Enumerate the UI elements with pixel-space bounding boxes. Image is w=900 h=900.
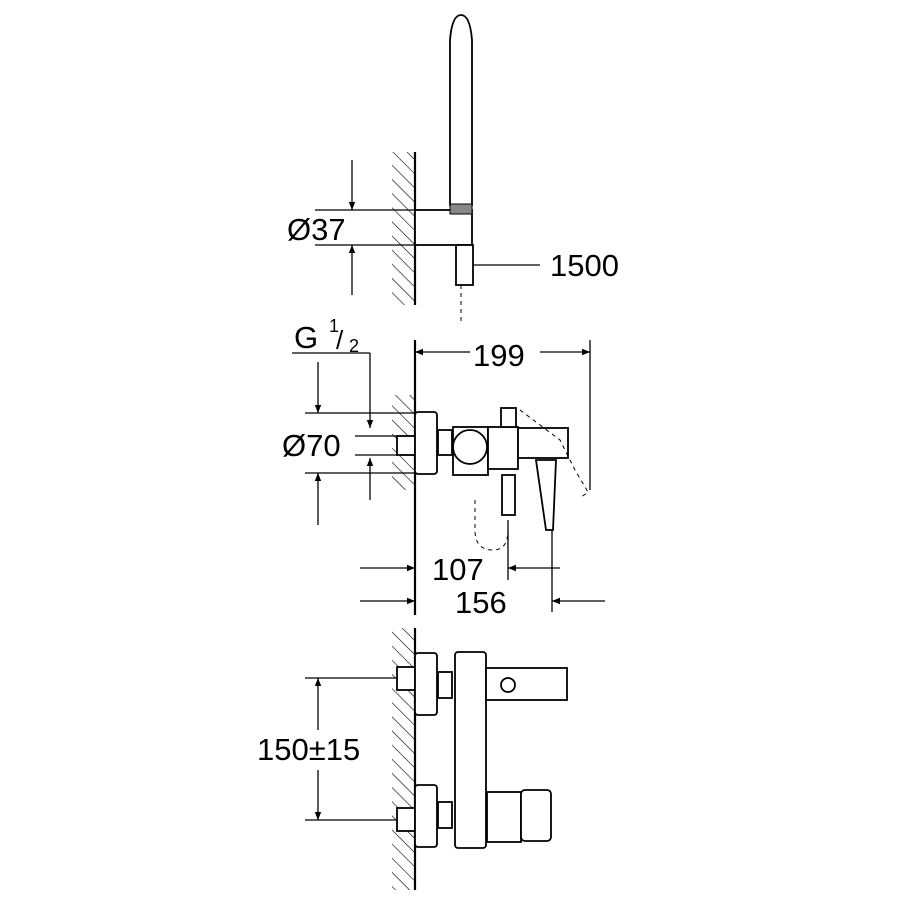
nut-bottom [437,801,453,829]
thread-fraction-slash: / [336,325,344,355]
mixer-side-view: 199 G 1 / 2 Ø70 107 156 [282,316,605,620]
diverter-knob [500,407,517,428]
escutcheon [414,411,438,475]
nut [437,429,453,456]
dim-thread-label: G [294,320,318,355]
escutcheon-top [414,652,438,716]
thermostat-knob [520,789,552,842]
dim-inlet-centers: 150±15 [257,732,360,767]
dim-diameter-37: Ø37 [287,212,346,247]
thread-fraction-denominator: 2 [349,336,359,356]
lever-hole [500,677,516,693]
dim-lever-156: 156 [455,585,507,620]
hand-shower-view: Ø37 1500 [287,14,619,322]
thread-fraction-numerator: 1 [329,316,339,336]
dim-outlet-107: 107 [432,552,484,587]
inlet-fitting [396,435,416,456]
holder-knurl [449,203,473,215]
dim-projection-199: 199 [473,338,525,373]
lever-head [517,427,569,459]
dim-hose-length: 1500 [550,248,619,283]
inlet-fitting-top [396,666,416,691]
shower-holder [414,209,473,246]
thermostat-sleeve [486,791,522,843]
inlet-fitting-bottom [396,807,416,832]
mixer-front-view: 150±15 [257,628,568,890]
mixer-body [454,651,487,849]
lever [485,667,568,701]
dim-diameter-70: Ø70 [282,428,341,463]
hand-shower [449,14,473,206]
escutcheon-bottom [414,784,438,848]
wall-hatching [392,152,415,305]
thermostat-cartridge [452,429,488,465]
nut-top [437,671,453,699]
outlet [501,474,516,516]
lever-handle [534,459,557,531]
lever-rotated-outline [519,409,589,499]
hose [455,244,474,286]
